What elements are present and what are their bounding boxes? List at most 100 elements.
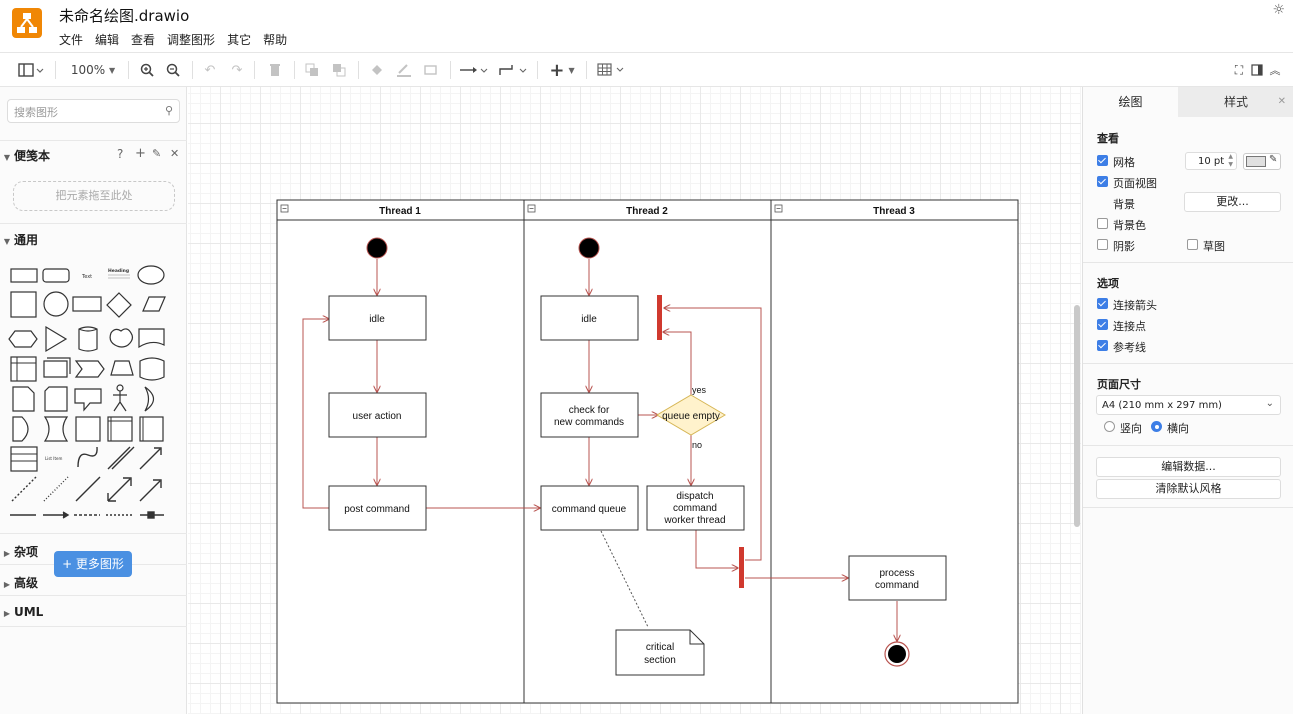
to-back-icon[interactable] [330, 53, 348, 87]
shadow-checkbox[interactable] [1097, 239, 1108, 250]
menu-edit[interactable]: 编辑 [95, 33, 120, 47]
connection-points-checkbox[interactable] [1097, 319, 1108, 330]
document-title[interactable]: 未命名绘图.drawio [59, 7, 190, 25]
step-shape[interactable] [74, 360, 105, 378]
final-node[interactable] [884, 641, 910, 667]
edge[interactable] [302, 319, 329, 509]
page-size-select[interactable]: A4 (210 mm x 297 mm)⌄ [1096, 395, 1281, 415]
edit-data-button[interactable]: 编辑数据... [1096, 457, 1281, 477]
scratchpad-header[interactable]: ▼便笺本 ? + ✎ ✕ [0, 146, 187, 163]
uml-header[interactable]: ▶UML [0, 605, 187, 619]
portrait-radio[interactable] [1104, 421, 1115, 432]
landscape-radio[interactable] [1151, 421, 1162, 432]
swimlane-thread-1[interactable]: Thread 1 [276, 199, 525, 704]
redo-icon[interactable]: ↷ [231, 62, 243, 78]
node-user-action[interactable]: user action [328, 392, 427, 438]
undo-icon[interactable]: ↶ [204, 62, 216, 78]
search-icon[interactable]: ⚲ [164, 104, 173, 117]
line-color-icon[interactable] [395, 53, 413, 87]
edge[interactable] [664, 308, 762, 561]
line-shape[interactable] [75, 476, 101, 502]
insert-plus-icon[interactable]: +▼ [549, 59, 575, 81]
directional-connector-shape[interactable] [139, 479, 162, 502]
stepper-icon[interactable]: ▲▼ [1228, 153, 1233, 168]
cylinder-shape[interactable] [78, 326, 98, 352]
vertical-container-shape[interactable] [139, 416, 164, 442]
actor-shape[interactable] [116, 384, 124, 392]
node-process-command[interactable]: process command [848, 555, 947, 601]
node-idle-thread-1[interactable]: idle [328, 295, 427, 341]
node-post-command[interactable]: post command [328, 485, 427, 531]
diamond-shape[interactable] [106, 292, 132, 318]
format-panel-icon[interactable] [1250, 53, 1264, 87]
eyedropper-icon[interactable]: ✎ [1269, 154, 1278, 165]
edge-yes[interactable] [663, 332, 692, 395]
menu-arrange[interactable]: 调整图形 [167, 33, 216, 47]
circle-shape[interactable] [43, 291, 69, 317]
ellipse-shape[interactable] [137, 265, 165, 285]
bidirectional-arrow-shape[interactable] [107, 446, 135, 470]
hexagon-shape[interactable] [8, 330, 38, 348]
page-view-checkbox[interactable] [1097, 176, 1108, 187]
card-shape[interactable] [44, 386, 68, 412]
clear-default-style-button[interactable]: 清除默认风格 [1096, 479, 1281, 499]
heading-shape[interactable]: Heading [108, 268, 129, 274]
edge[interactable] [695, 530, 738, 568]
sketch-checkbox[interactable] [1187, 239, 1198, 250]
tab-style[interactable]: 样式✕ [1178, 87, 1293, 117]
parallelogram-shape[interactable] [142, 296, 166, 312]
node-check-commands[interactable]: check for new commands [540, 392, 639, 438]
menu-help[interactable]: 帮助 [263, 33, 288, 47]
help-icon[interactable]: ? [117, 147, 124, 161]
dashed-line-shape[interactable] [11, 476, 37, 502]
node-idle-thread-2[interactable]: idle [540, 295, 639, 341]
node-dispatch[interactable]: dispatch command worker thread [646, 485, 745, 531]
node-command-queue[interactable]: command queue [540, 485, 639, 531]
shadow-icon[interactable] [422, 53, 440, 87]
settings-sun-icon[interactable]: ☼ [1272, 2, 1285, 18]
cube-shape[interactable] [43, 357, 71, 378]
connection-style-icon[interactable] [458, 53, 490, 87]
list-shape[interactable] [10, 446, 38, 472]
grid-size-input[interactable]: 10 pt▲▼ [1185, 152, 1237, 170]
zoom-in-icon[interactable] [138, 53, 156, 87]
container-shape[interactable] [75, 416, 101, 442]
trapezoid-shape[interactable] [110, 360, 134, 376]
scratchpad-dropzone[interactable]: 把元素拖至此处 [13, 181, 175, 211]
misc-header[interactable]: ▶杂项 [0, 543, 187, 560]
initial-node-thread-1[interactable] [366, 237, 388, 259]
initial-node-thread-2[interactable] [578, 237, 600, 259]
add-icon[interactable]: + [135, 146, 146, 161]
shape-search-input[interactable]: 搜索图形 ⚲ [7, 99, 180, 123]
delete-icon[interactable] [266, 53, 284, 87]
join-bar-top[interactable] [657, 295, 662, 340]
callout-shape[interactable] [74, 388, 102, 412]
fork-bar-bottom[interactable] [739, 547, 744, 588]
triangle-shape[interactable] [45, 325, 68, 353]
format-panel-toggle-icon[interactable] [14, 53, 48, 87]
fill-color-icon[interactable] [368, 53, 386, 87]
general-header[interactable]: ▼通用 [0, 231, 187, 248]
list-item-shape[interactable]: List Item [45, 456, 62, 461]
note-critical-section[interactable]: critical section [615, 629, 705, 676]
rectangle-shape[interactable] [10, 268, 38, 283]
double-arrow-shape[interactable] [107, 477, 132, 502]
tape-shape[interactable] [139, 357, 165, 381]
more-shapes-button[interactable]: + 更多图形 [54, 551, 132, 577]
table-icon[interactable] [596, 53, 628, 87]
arrow-shape[interactable] [139, 447, 162, 470]
advanced-header[interactable]: ▶高级 [0, 574, 187, 591]
menu-extras[interactable]: 其它 [227, 33, 252, 47]
delay-shape[interactable] [12, 416, 29, 442]
decision-queue-empty[interactable]: queue empty [656, 394, 726, 436]
zoom-dropdown[interactable]: 100% ▼ [66, 53, 120, 87]
swimlane-thread-3[interactable]: Thread 3 [770, 199, 1019, 704]
menu-view[interactable]: 查看 [131, 33, 156, 47]
document-shape[interactable] [138, 328, 165, 349]
tab-diagram[interactable]: 绘图 [1083, 87, 1178, 117]
menu-file[interactable]: 文件 [59, 33, 84, 47]
waypoints-icon[interactable] [497, 53, 529, 87]
background-color-checkbox[interactable] [1097, 218, 1108, 229]
square-shape[interactable] [10, 291, 37, 318]
note-shape[interactable] [12, 386, 35, 412]
